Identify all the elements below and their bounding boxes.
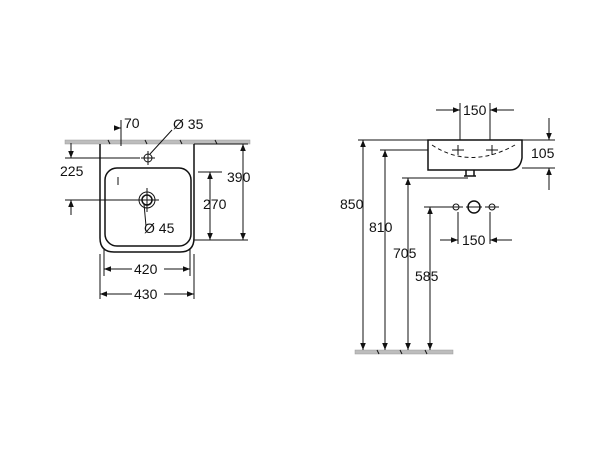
dim-valve-height: 585	[415, 206, 455, 350]
dim-basin-height: 105	[522, 118, 555, 190]
basin-height-label: 105	[531, 145, 555, 161]
dim-total-width: 430	[99, 254, 195, 302]
front-view: 70 Ø 35 225 390 270	[60, 115, 251, 302]
rim-height-label: 850	[340, 196, 364, 212]
dim-rim-height: 850	[340, 139, 428, 350]
total-depth-label: 390	[227, 169, 251, 185]
dim-tap-offset: 70	[114, 115, 140, 146]
centre-mark	[112, 177, 124, 201]
basin-outline	[99, 144, 195, 253]
waste-outlet	[135, 188, 159, 212]
underside-height-label: 810	[369, 219, 393, 235]
wall-valves	[449, 200, 499, 214]
bowl-outline	[104, 167, 192, 247]
front-wall	[64, 139, 251, 145]
bowl-depth-label: 270	[203, 196, 227, 212]
waste-diameter-label: Ø 45	[144, 220, 175, 236]
dim-tap-hole: Ø 35	[149, 116, 204, 155]
dim-valve-spacing-top: 150	[436, 102, 514, 140]
basin-side-profile	[427, 139, 523, 177]
basin-valve-marks	[452, 145, 498, 155]
tap-hole	[141, 151, 155, 165]
tap-offset-label: 70	[124, 115, 140, 131]
tap-hole-diameter-label: Ø 35	[173, 116, 204, 132]
valve-spacing-bottom-label: 150	[462, 232, 486, 248]
dim-waste: Ø 45	[143, 203, 175, 236]
bowl-width-label: 420	[134, 261, 158, 277]
dim-tap-height: 225	[60, 143, 140, 215]
dim-bowl-width: 420	[103, 248, 191, 277]
dim-total-depth: 390	[194, 143, 251, 241]
total-width-label: 430	[134, 286, 158, 302]
side-view: 150 105 850 810 705	[340, 102, 555, 355]
valve-height-label: 585	[415, 268, 439, 284]
dim-underside-height: 810	[369, 149, 428, 350]
dim-waste-height: 705	[393, 177, 468, 350]
floor	[354, 349, 454, 355]
dim-valve-spacing-bottom: 150	[440, 212, 512, 248]
waste-height-label: 705	[393, 245, 417, 261]
valve-spacing-top-label: 150	[463, 102, 487, 118]
dim-bowl-depth: 270	[198, 171, 227, 240]
tap-height-label: 225	[60, 163, 84, 179]
